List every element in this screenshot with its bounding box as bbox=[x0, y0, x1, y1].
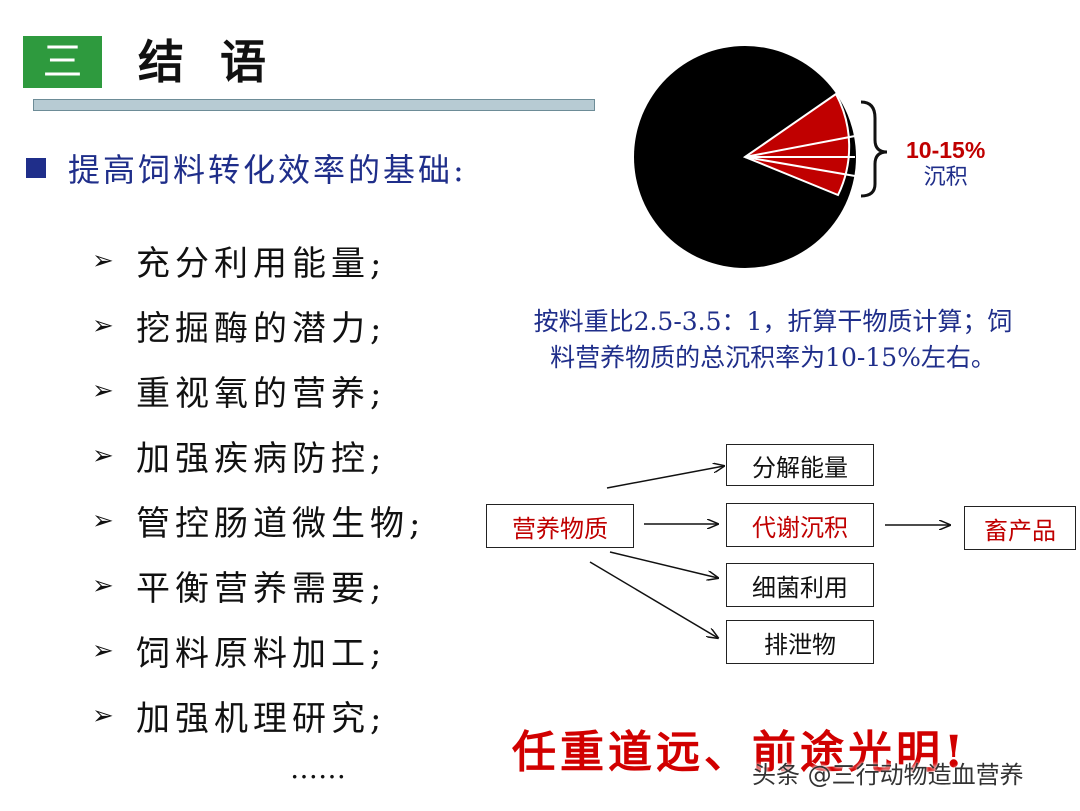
flow-output-box: 排泄物 bbox=[726, 620, 874, 664]
pie-divider-line bbox=[744, 135, 856, 158]
list-item-text: 挖掘酶的潜力; bbox=[136, 309, 387, 349]
arrow-bullet-icon: ➢ bbox=[92, 440, 119, 471]
arrow-bullet-icon: ➢ bbox=[92, 570, 119, 601]
arrow-bullet-icon: ➢ bbox=[92, 700, 119, 731]
flow-product-box: 畜产品 bbox=[964, 506, 1076, 550]
arrow-bullet-icon: ➢ bbox=[92, 635, 119, 666]
arrow-bullet-icon: ➢ bbox=[92, 245, 119, 276]
list-item: ➢ 挖掘酶的潜力; bbox=[92, 293, 425, 358]
section-title: 结 语 bbox=[138, 35, 277, 89]
ellipsis-text: …… bbox=[290, 752, 346, 785]
flow-output-box: 代谢沉积 bbox=[726, 503, 874, 547]
list-item: ➢ 充分利用能量; bbox=[92, 228, 425, 293]
list-item: ➢ 重视氧的营养; bbox=[92, 358, 425, 423]
flow-arrow bbox=[589, 561, 718, 638]
bullet-list: ➢ 充分利用能量; ➢ 挖掘酶的潜力; ➢ 重视氧的营养; ➢ 加强疾病防控; ➢ 管控肠… bbox=[92, 228, 425, 748]
slogan: 任重道远、前途光明! bbox=[512, 727, 968, 778]
list-item-text: 重视氧的营养; bbox=[136, 374, 387, 414]
list-item: ➢ 管控肠道微生物; bbox=[92, 488, 425, 553]
list-item-text: 管控肠道微生物; bbox=[136, 504, 426, 544]
ratio-note-line: 按料重比2.5-3.5：1，折算干物质计算；饲 bbox=[533, 307, 1013, 336]
list-item: ➢ 加强疾病防控; bbox=[92, 423, 425, 488]
list-item: ➢ 加强机理研究; bbox=[92, 683, 425, 748]
main-heading-text: 提高饲料转化效率的基础: bbox=[68, 151, 467, 189]
flow-output-box: 分解能量 bbox=[726, 444, 874, 486]
section-number-badge: 三 bbox=[23, 36, 102, 88]
arrow-bullet-icon: ➢ bbox=[92, 505, 119, 536]
title-underline-bar bbox=[33, 99, 595, 111]
list-item: ➢ 平衡营养需要; bbox=[92, 553, 425, 618]
pie-word-label: 沉积 bbox=[923, 165, 968, 190]
watermark: 头条 @三行动物造血营养 bbox=[752, 761, 1024, 789]
list-item-text: 充分利用能量; bbox=[136, 244, 387, 284]
main-heading: 提高饲料转化效率的基础: bbox=[26, 146, 467, 190]
list-item-text: 饲料原料加工; bbox=[136, 634, 387, 674]
arrow-bullet-icon: ➢ bbox=[92, 310, 119, 341]
pie-divider-line bbox=[744, 156, 856, 177]
flow-arrow bbox=[609, 551, 718, 578]
arrow-bullet-icon: ➢ bbox=[92, 375, 119, 406]
list-item-text: 加强疾病防控; bbox=[136, 439, 387, 479]
list-item-text: 平衡营养需要; bbox=[136, 569, 387, 609]
deposition-pie bbox=[634, 46, 888, 268]
flow-output-box: 细菌利用 bbox=[726, 563, 874, 607]
flow-source-box: 营养物质 bbox=[486, 504, 634, 548]
ratio-note: 按料重比2.5-3.5：1，折算干物质计算；饲 料营养物质的总沉积率为10-15… bbox=[478, 304, 1068, 376]
list-item-text: 加强机理研究; bbox=[136, 699, 387, 739]
list-item: ➢ 饲料原料加工; bbox=[92, 618, 425, 683]
pie-percent-label: 10-15% bbox=[906, 137, 986, 163]
square-bullet-icon bbox=[26, 158, 46, 178]
pie-label: 10-15% 沉积 bbox=[906, 136, 985, 192]
ratio-note-line: 料营养物质的总沉积率为10-15%左右。 bbox=[550, 343, 996, 372]
brace-icon bbox=[860, 100, 888, 198]
flow-arrow bbox=[606, 466, 724, 489]
